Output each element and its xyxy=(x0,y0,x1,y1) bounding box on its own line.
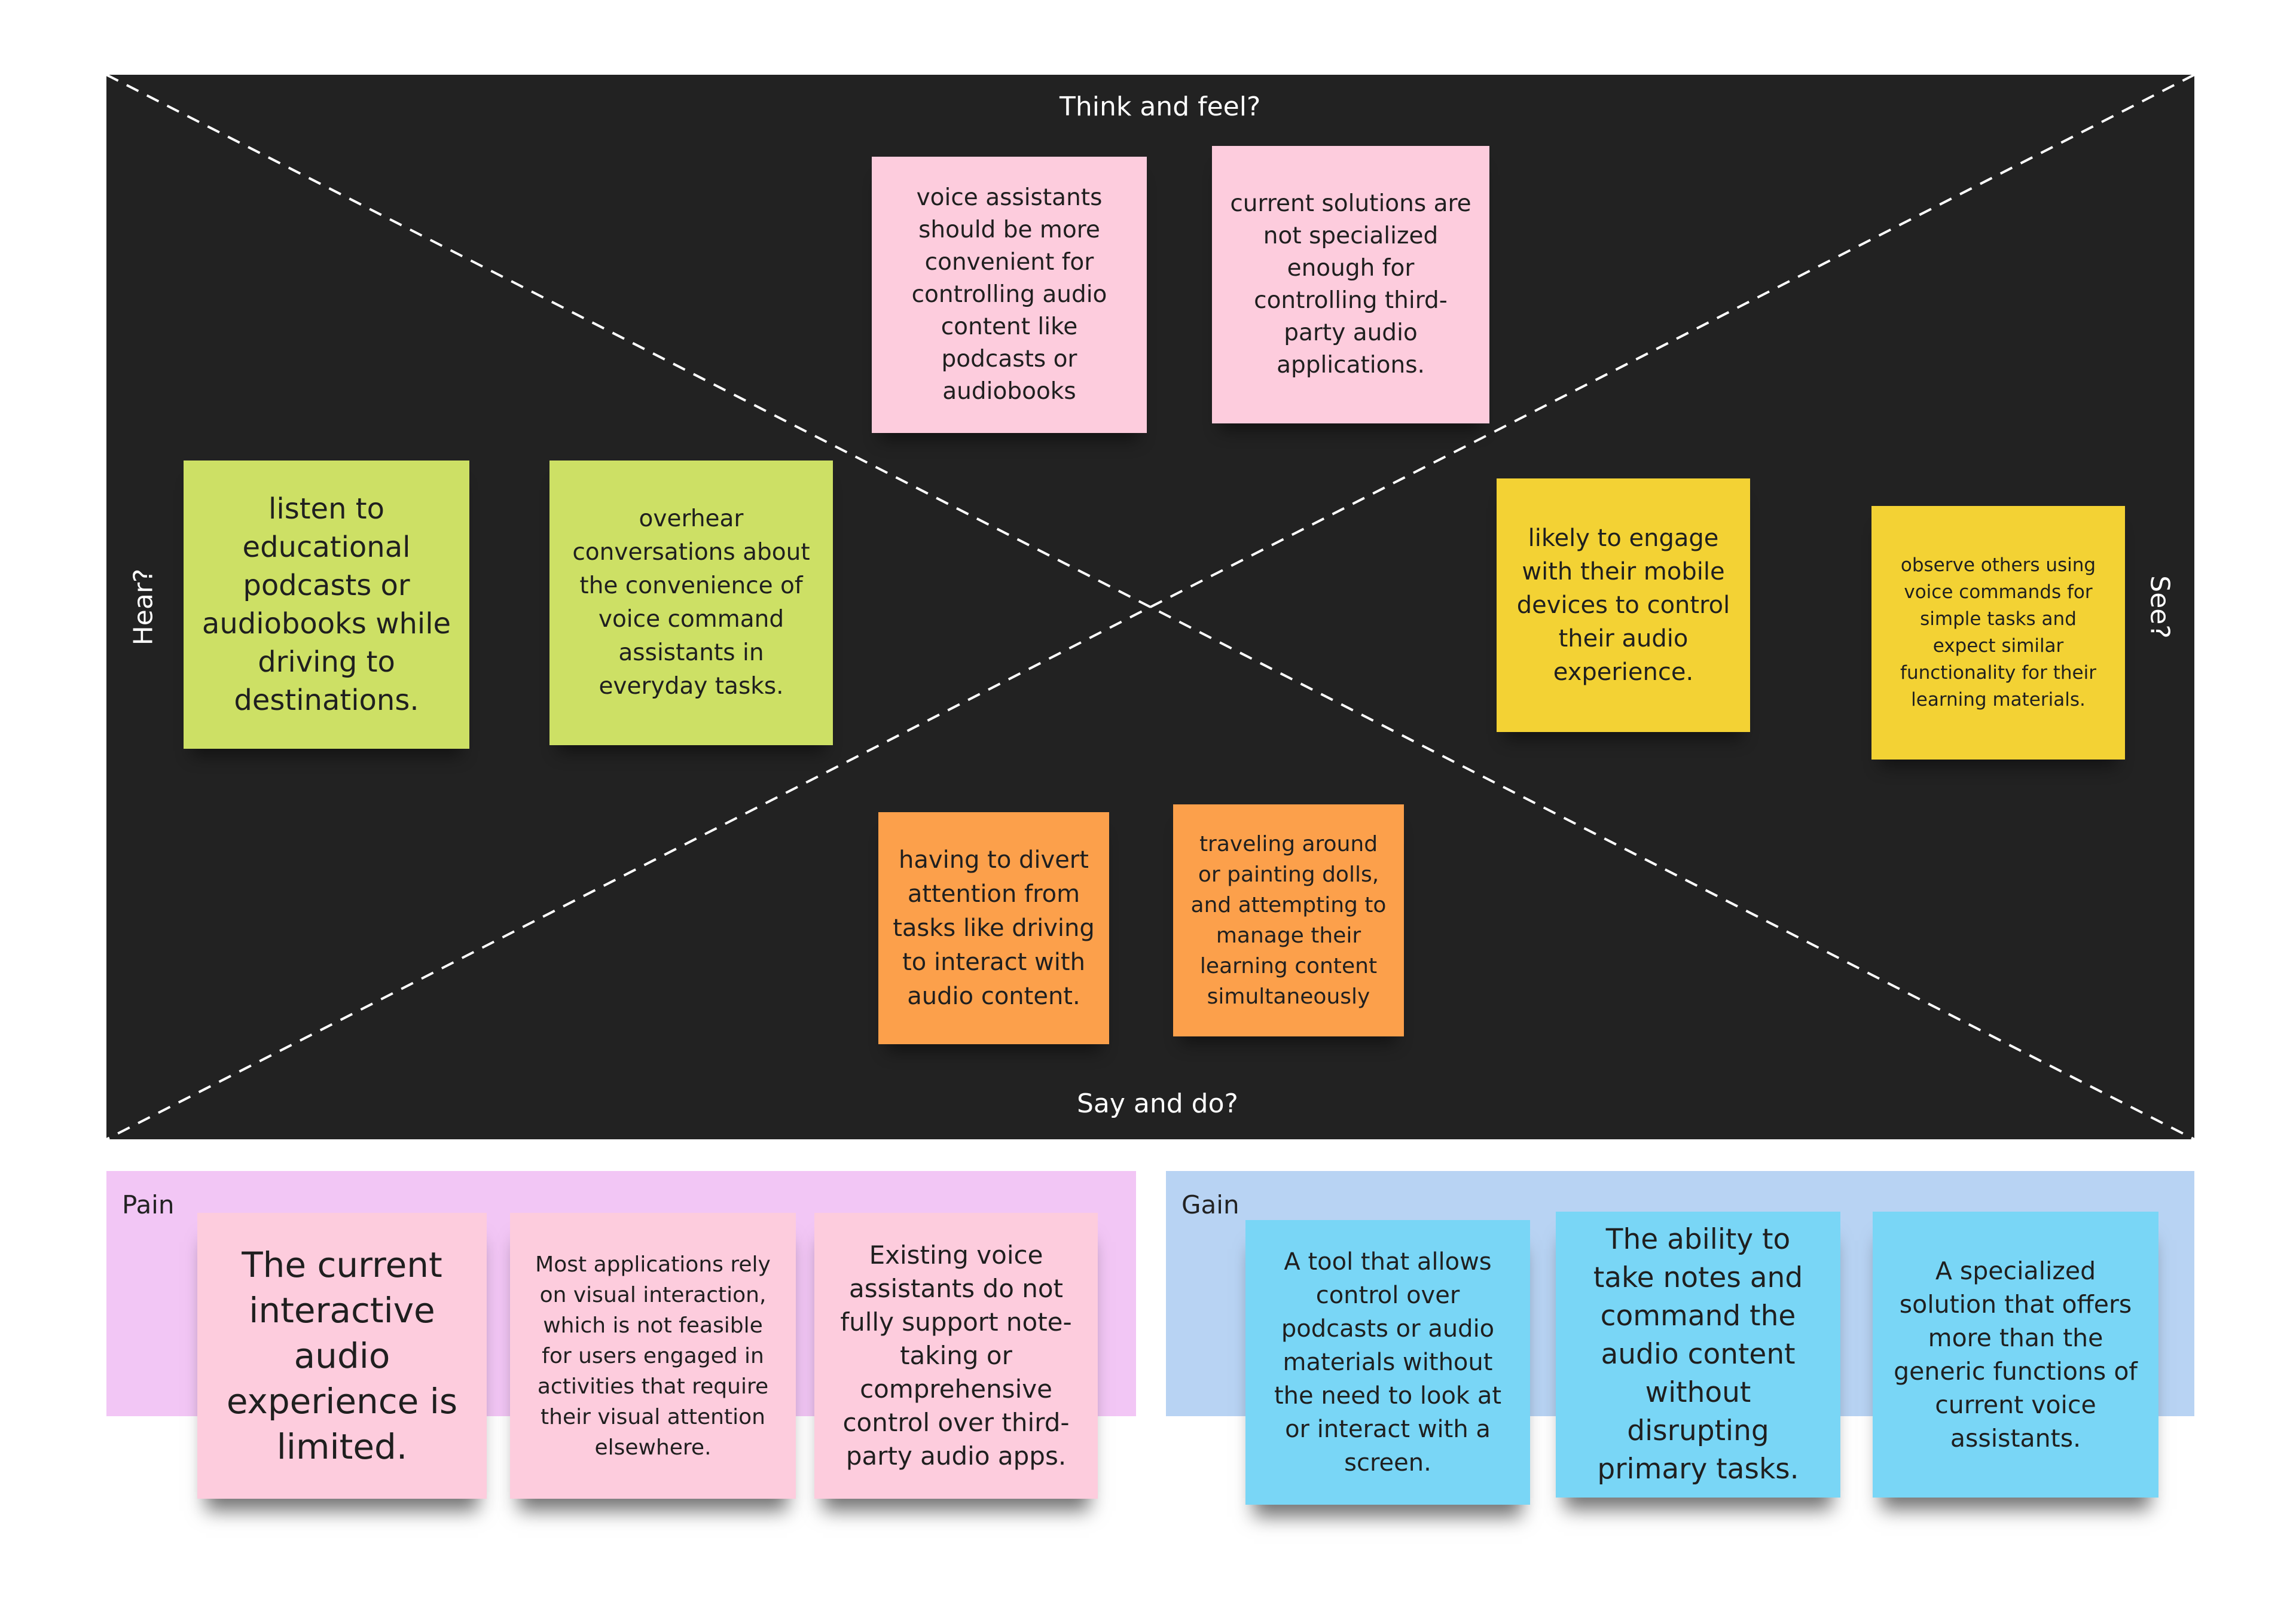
sticky-note-text: likely to engage with their mobile devic… xyxy=(1516,524,1730,686)
hear-label: Hear? xyxy=(128,568,159,646)
sticky-note-text: Existing voice assistants do not fully s… xyxy=(840,1240,1072,1471)
sticky-note-see-2[interactable]: observe others using voice commands for … xyxy=(1871,506,2125,760)
sticky-note-gain-2[interactable]: The ability to take notes and command th… xyxy=(1556,1212,1840,1498)
sticky-note-pain-3[interactable]: Existing voice assistants do not fully s… xyxy=(814,1213,1098,1499)
diagonal-dividers xyxy=(106,75,2194,1139)
sticky-note-text: traveling around or painting dolls, and … xyxy=(1190,832,1387,1009)
sticky-note-gain-3[interactable]: A specialized solution that offers more … xyxy=(1873,1212,2158,1498)
sticky-note-text: A tool that allows control over podcasts… xyxy=(1274,1248,1502,1477)
sticky-note-text: observe others using voice commands for … xyxy=(1900,554,2096,710)
see-label: See? xyxy=(2144,575,2175,639)
gain-label: Gain xyxy=(1181,1190,1239,1219)
think-feel-label: Think and feel? xyxy=(1060,92,1261,122)
sticky-note-text: voice assistants should be more convenie… xyxy=(911,184,1107,405)
sticky-note-think-2[interactable]: current solutions are not specialized en… xyxy=(1212,146,1489,423)
sticky-note-text: overhear conversations about the conveni… xyxy=(572,505,810,700)
sticky-note-see-1[interactable]: likely to engage with their mobile devic… xyxy=(1497,478,1750,732)
sticky-note-text: The current interactive audio experience… xyxy=(226,1245,458,1467)
pain-label: Pain xyxy=(122,1190,175,1219)
sticky-note-text: current solutions are not specialized en… xyxy=(1230,190,1471,379)
sticky-note-text: The ability to take notes and command th… xyxy=(1593,1223,1803,1486)
sticky-note-pain-1[interactable]: The current interactive audio experience… xyxy=(197,1213,487,1499)
sticky-note-hear-1[interactable]: listen to educational podcasts or audiob… xyxy=(184,461,469,749)
diagonal-divider-2 xyxy=(106,75,2194,1139)
sticky-note-gain-1[interactable]: A tool that allows control over podcasts… xyxy=(1245,1220,1530,1505)
say-do-label: Say and do? xyxy=(1077,1088,1238,1119)
sticky-note-text: having to divert attention from tasks li… xyxy=(893,846,1095,1010)
sticky-note-hear-2[interactable]: overhear conversations about the conveni… xyxy=(549,461,833,745)
sticky-note-text: listen to educational podcasts or audiob… xyxy=(201,492,451,717)
sticky-note-say-2[interactable]: traveling around or painting dolls, and … xyxy=(1173,804,1404,1036)
sticky-note-say-1[interactable]: having to divert attention from tasks li… xyxy=(878,812,1109,1044)
sticky-note-pain-2[interactable]: Most applications rely on visual interac… xyxy=(510,1213,796,1499)
sticky-note-text: Most applications rely on visual interac… xyxy=(535,1252,771,1460)
sticky-note-think-1[interactable]: voice assistants should be more convenie… xyxy=(872,157,1147,433)
sticky-note-text: A specialized solution that offers more … xyxy=(1894,1257,2138,1453)
